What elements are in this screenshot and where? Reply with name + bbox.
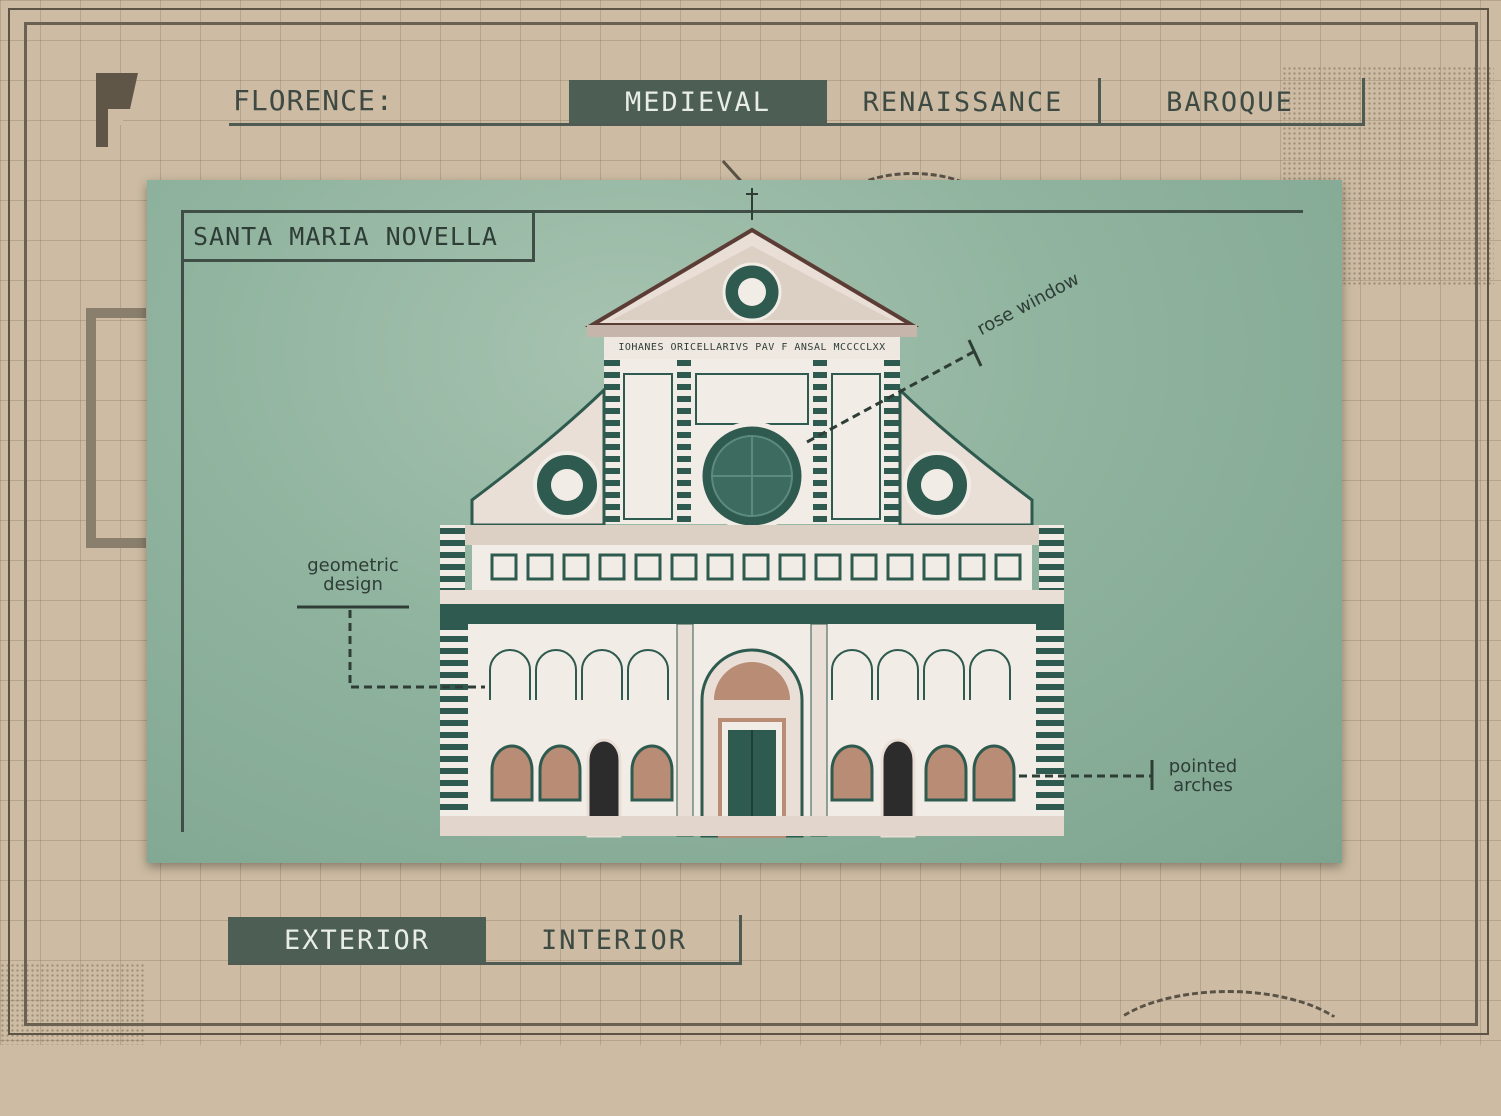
annotation-line: arches: [1173, 775, 1233, 796]
building-title: SANTA MARIA NOVELLA: [193, 222, 498, 251]
outer-frame: [8, 8, 1489, 1035]
facade-illustration: [440, 188, 1064, 838]
title-box: SANTA MARIA NOVELLA: [181, 210, 535, 262]
tab-divider: [739, 915, 742, 965]
decorative-dashed-arc-bottom: [1095, 990, 1361, 1116]
tab-interior[interactable]: INTERIOR: [540, 924, 688, 956]
tab-renaissance[interactable]: RENAISSANCE: [862, 86, 1064, 118]
tabs-underline: [228, 962, 742, 965]
tab-baroque[interactable]: BAROQUE: [1166, 86, 1294, 118]
annotation-line: pointed: [1168, 756, 1238, 777]
annotation-line: geometric: [307, 555, 399, 576]
decorative-dashed-arc-top: [840, 172, 986, 238]
annotation-pointed-arches: pointed arches: [1157, 757, 1249, 795]
annotation-line: design: [323, 574, 383, 595]
card-frame-line: [181, 210, 1303, 213]
annotation-geometric-design: geometric design: [295, 556, 411, 594]
nav-label: FLORENCE:: [233, 84, 394, 117]
logo-icon: [96, 73, 138, 147]
era-nav: FLORENCE: MEDIEVAL RENAISSANCE BAROQUE: [229, 78, 1365, 126]
decorative-bracket: [86, 308, 146, 548]
view-tabs: EXTERIOR INTERIOR: [228, 915, 742, 965]
building-card: SANTA MARIA NOVELLA: [147, 180, 1342, 863]
card-frame-line: [181, 210, 184, 832]
nav-divider: [1362, 78, 1365, 126]
inner-frame: [24, 22, 1478, 1026]
nav-underline: [229, 123, 1365, 126]
tab-exterior[interactable]: EXTERIOR: [228, 917, 486, 963]
tab-medieval[interactable]: MEDIEVAL: [569, 80, 827, 124]
facade-inscription: IOHANES ORICELLARIVS PAV F ANSAL MCCCCLX…: [618, 342, 886, 353]
nav-divider: [1098, 78, 1101, 126]
